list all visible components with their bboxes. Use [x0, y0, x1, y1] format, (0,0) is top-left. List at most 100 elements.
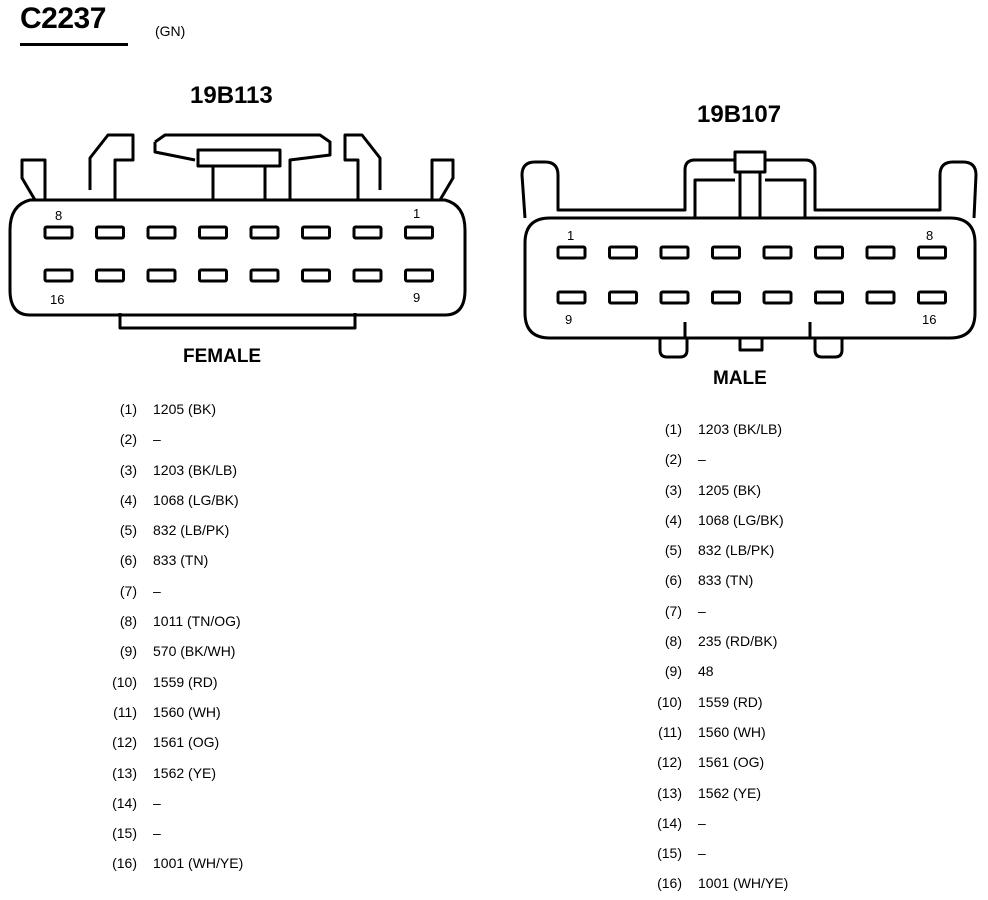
- female-label-bottom-left: 16: [50, 292, 64, 307]
- pin-number: (2): [119, 431, 137, 448]
- pin-row: (7)–: [105, 576, 243, 606]
- pin-circuit: –: [698, 845, 706, 862]
- pin-cavity: [659, 245, 690, 260]
- pin-row: (12)1561 (OG): [650, 747, 788, 777]
- pin-circuit: 1068 (LG/BK): [153, 491, 239, 508]
- male-pin-cavities: [556, 245, 947, 305]
- pin-circuit: 1203 (BK/LB): [153, 461, 238, 478]
- pin-row: (15)–: [650, 838, 788, 868]
- pin-circuit: 832 (LB/PK): [698, 542, 775, 559]
- pin-row: (1) 1205 (BK): [105, 394, 243, 424]
- pin-cavity: [198, 268, 228, 283]
- pin-cavity: [814, 290, 844, 305]
- pin-number: (15): [112, 825, 137, 842]
- pin-circuit: –: [153, 825, 161, 842]
- pin-circuit: 570 (BK/WH): [153, 643, 236, 660]
- pin-cavity: [146, 268, 177, 283]
- pin-circuit: 1001 (WH/YE): [153, 855, 244, 872]
- pin-number: (12): [112, 734, 137, 751]
- pin-row: (12)1561 (OG): [105, 727, 243, 757]
- pin-cavity: [404, 225, 434, 240]
- pin-circuit: 235 (RD/BK): [698, 633, 778, 650]
- pin-row: (2)–: [650, 444, 788, 474]
- male-label-top-right: 8: [926, 228, 933, 243]
- male-connector-body: [520, 150, 978, 359]
- pin-circuit: 1560 (WH): [698, 723, 766, 740]
- pin-row: (15)–: [105, 818, 243, 848]
- pin-number: (4): [119, 491, 137, 508]
- pin-cavity: [301, 268, 331, 283]
- pin-cavity: [762, 245, 793, 260]
- pin-cavity: [608, 245, 638, 260]
- pin-row: (6)833 (TN): [650, 565, 788, 595]
- pin-number: (1): [119, 401, 137, 417]
- pin-number: (7): [664, 602, 682, 619]
- pin-cavity: [814, 245, 844, 260]
- pin-cavity: [95, 268, 125, 283]
- pin-circuit: 1068 (LG/BK): [698, 511, 784, 528]
- pin-circuit: –: [153, 582, 161, 599]
- pin-cavity: [352, 268, 383, 283]
- pin-circuit: –: [153, 794, 161, 811]
- pin-number: (15): [657, 845, 682, 862]
- pin-number: (6): [119, 552, 137, 569]
- pin-number: (13): [112, 764, 137, 781]
- pin-circuit: 1560 (WH): [153, 703, 221, 720]
- pin-circuit: 1562 (YE): [153, 764, 217, 781]
- pin-row: (8)235 (RD/BK): [650, 626, 788, 656]
- pin-number: (12): [657, 754, 682, 771]
- pin-cavity: [608, 290, 638, 305]
- pin-circuit: –: [698, 451, 706, 468]
- pin-row: (16) 1001 (WH/YE): [650, 868, 788, 898]
- pin-number: (3): [119, 461, 137, 478]
- pin-row: (10)1559 (RD): [105, 667, 243, 697]
- pin-cavity: [556, 290, 587, 305]
- pin-circuit: 1001 (WH/YE): [698, 875, 789, 892]
- pin-number: (11): [113, 703, 137, 720]
- pin-number: (16): [112, 855, 137, 872]
- female-pin-list: (1)1205 (BK)(2)–(3)1203 (BK/LB)(4)1068 (…: [105, 394, 243, 879]
- pin-row: (4) 1068 (LG/BK): [650, 505, 788, 535]
- pin-number: (11): [658, 723, 682, 740]
- male-label: MALE: [713, 368, 767, 389]
- pin-cavity: [865, 290, 896, 305]
- female-connector-body: [8, 133, 467, 330]
- pin-number: (7): [119, 582, 137, 599]
- female-label: FEMALE: [183, 346, 262, 367]
- pin-number: (2): [664, 451, 682, 468]
- pin-cavity: [711, 290, 741, 305]
- pin-row: (2)–: [105, 424, 243, 454]
- pin-cavity: [146, 225, 177, 240]
- pin-circuit: 833 (TN): [153, 552, 209, 569]
- pin-row: (3) 1203 (BK/LB): [105, 455, 243, 485]
- pin-number: (16): [657, 875, 682, 892]
- title-underline: [20, 43, 128, 46]
- pin-row: (4) 1068 (LG/BK): [105, 485, 243, 515]
- pin-circuit: –: [698, 602, 706, 619]
- pin-circuit: 1205 (BK): [153, 401, 217, 417]
- pin-number: (13): [657, 784, 682, 801]
- pin-cavity: [301, 225, 331, 240]
- pin-number: (14): [112, 794, 137, 811]
- pin-cavity: [198, 225, 228, 240]
- pin-cavity: [249, 225, 280, 240]
- pin-row: (1) 1203 (BK/LB): [650, 414, 788, 444]
- pin-row: (3)1205 (BK): [650, 475, 788, 505]
- pin-cavity: [762, 290, 793, 305]
- pin-cavity: [556, 245, 587, 260]
- pin-row: (13)1562 (YE): [650, 778, 788, 808]
- pin-number: (4): [664, 511, 682, 528]
- pin-number: (8): [119, 613, 137, 630]
- pin-number: (14): [657, 814, 682, 831]
- pin-row: (14)–: [105, 788, 243, 818]
- pin-row: (8)1011 (TN/OG): [105, 606, 243, 636]
- pin-cavity: [43, 268, 74, 283]
- pin-number: (1): [664, 421, 682, 437]
- pin-circuit: –: [153, 431, 161, 448]
- pin-row: (16) 1001 (WH/YE): [105, 848, 243, 878]
- pin-cavity: [711, 245, 741, 260]
- pin-number: (6): [664, 572, 682, 589]
- pin-cavity: [43, 225, 74, 240]
- female-label-top-right: 1: [413, 206, 420, 221]
- pin-circuit: 1203 (BK/LB): [698, 421, 783, 437]
